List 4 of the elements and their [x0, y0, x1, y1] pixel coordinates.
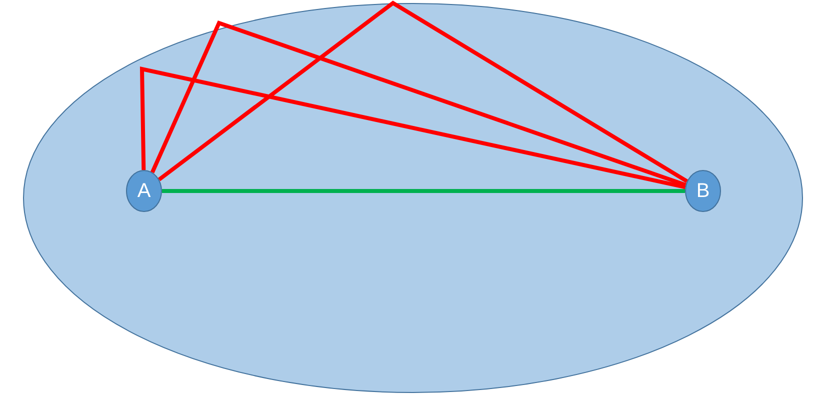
straight-line	[162, 189, 685, 193]
point-label: B	[696, 181, 710, 201]
path-line	[140, 66, 686, 190]
point-label: A	[137, 181, 151, 201]
